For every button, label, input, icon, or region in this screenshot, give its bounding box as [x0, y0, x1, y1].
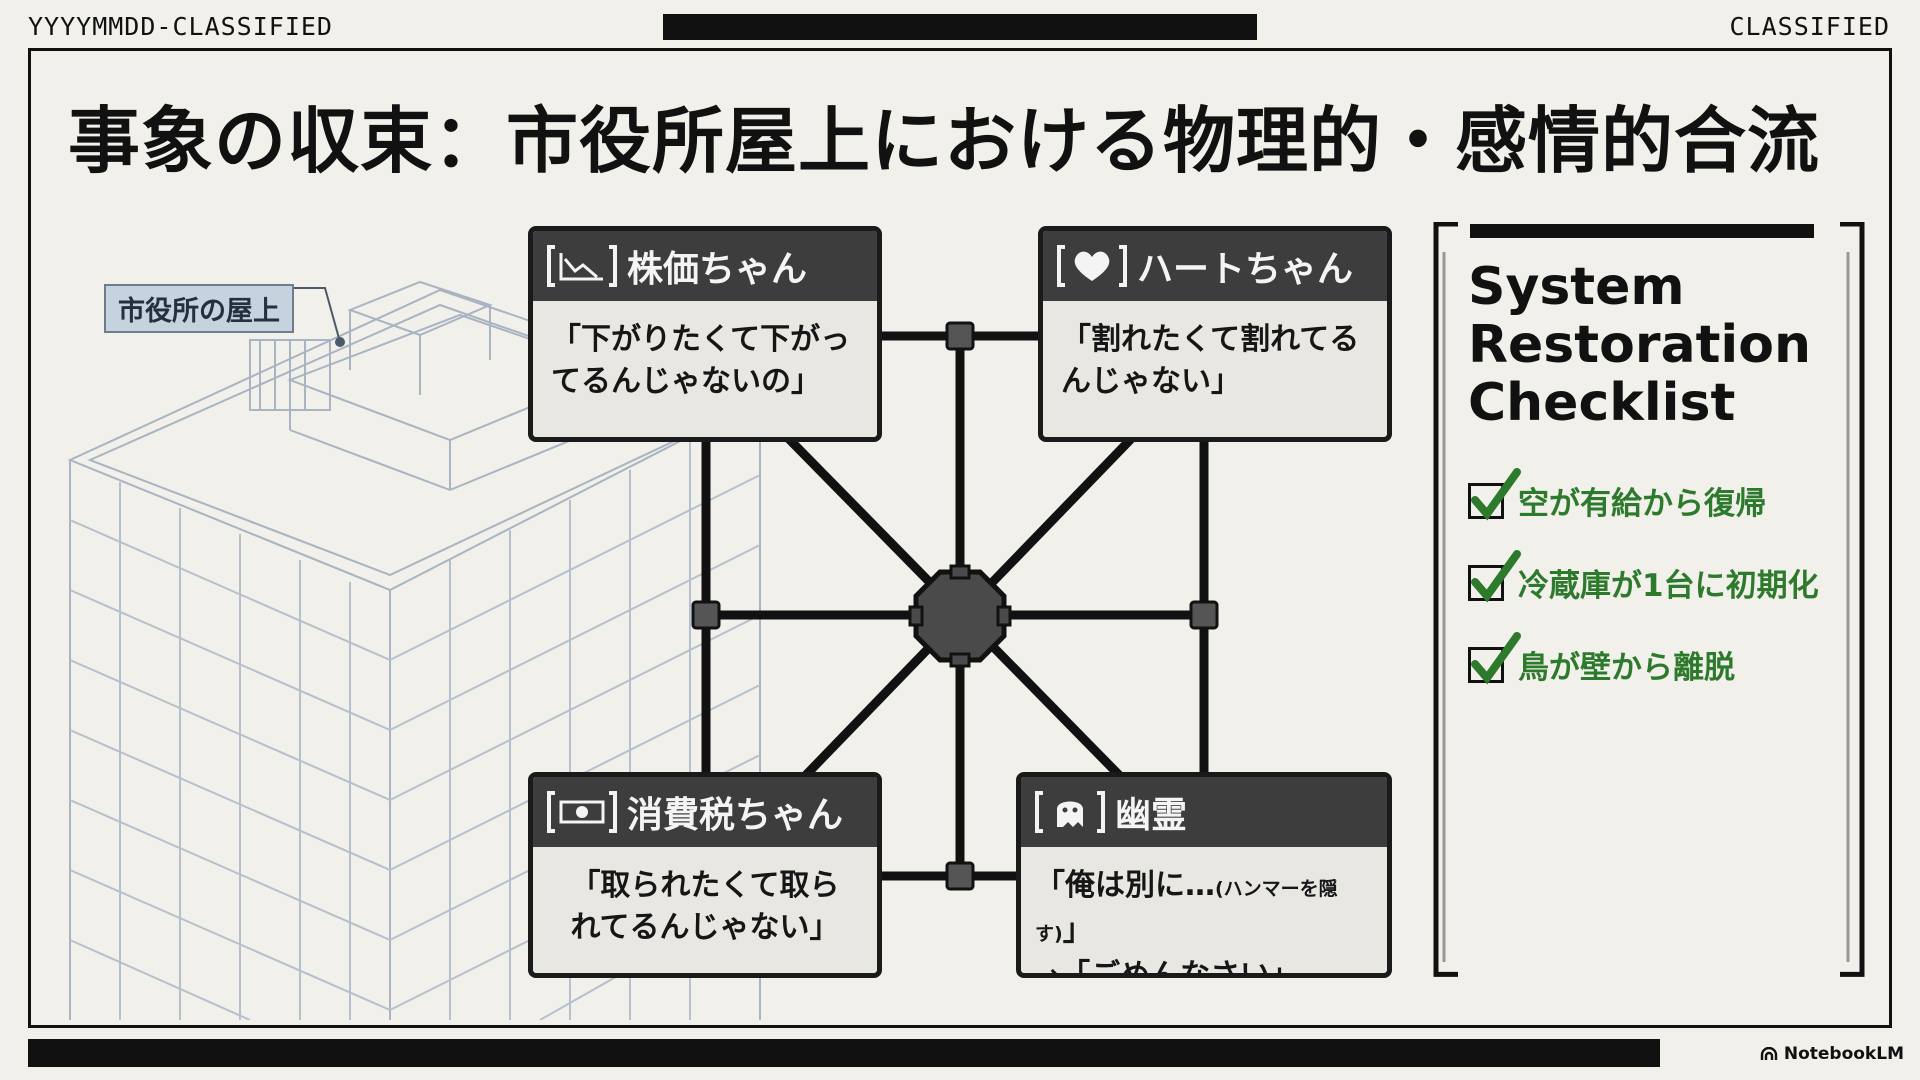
header-code-right: CLASSIFIED [1729, 12, 1890, 41]
node-title-stock: 株価ちゃん [627, 249, 808, 290]
checklist-bracket [1433, 222, 1865, 977]
central-hub [908, 564, 1012, 668]
checklist-title-line: Restoration [1468, 315, 1812, 375]
slide-title: 事象の収束：市役所屋上における物理的・感情的合流 [68, 99, 1821, 183]
checklist-item-label: 冷蔵庫が1台に初期化 [1518, 568, 1819, 604]
node-card-stock: 株価ちゃん 「下がりたくて下がっ てるんじゃないの」 [528, 226, 882, 442]
node-card-header: 消費税ちゃん [533, 777, 877, 847]
checkbox-checked-icon [1468, 631, 1521, 684]
slide-frame [28, 48, 1892, 1028]
quote-line: 「割れたくて割れてる [1061, 322, 1360, 357]
checklist-item: 冷蔵庫が1台に初期化 [1468, 549, 1819, 605]
stage-direction: (ハンマーを隠す) [1035, 878, 1338, 945]
ghost-icon [1035, 789, 1105, 835]
node-title-ghost: 幽霊 [1115, 795, 1188, 836]
node-quote-tax: 「取られたくて取ら れてるんじゃない」 [533, 847, 877, 949]
node-card-ghost: 幽霊 「俺は別に…(ハンマーを隠す)」 →「ごめんなさい」 [1016, 772, 1392, 978]
money-icon [547, 789, 617, 835]
quote-text: 「俺は別に… [1035, 868, 1215, 903]
node-card-header: 株価ちゃん [533, 231, 877, 301]
node-quote-ghost: 「俺は別に…(ハンマーを隠す)」 →「ごめんなさい」 [1021, 847, 1387, 978]
chart-down-icon [547, 243, 617, 289]
rooftop-callout-label: 市役所の屋上 [104, 284, 294, 333]
node-card-header: ハートちゃん [1043, 231, 1387, 301]
checklist-item-label: 鳥が壁から離脱 [1518, 650, 1735, 686]
checklist-title-line: Checklist [1468, 373, 1736, 433]
header-code-left: YYYYMMDD-CLASSIFIED [28, 12, 333, 41]
quote-line: れてるんじゃない」 [570, 910, 840, 945]
brand-text: NotebookLM [1783, 1044, 1904, 1064]
checkbox-checked-icon [1468, 467, 1521, 520]
checklist-item: 鳥が壁から離脱 [1468, 631, 1735, 687]
node-card-tax: 消費税ちゃん 「取られたくて取ら れてるんじゃない」 [528, 772, 882, 978]
node-card-header: 幽霊 [1021, 777, 1387, 847]
quote-line: んじゃない」 [1061, 364, 1241, 399]
checklist-item-label: 空が有給から復帰 [1518, 486, 1766, 522]
node-card-heart: ハートちゃん 「割れたくて割れてる んじゃない」 [1038, 226, 1392, 442]
footer-redaction-bar [28, 1039, 1660, 1067]
checklist-title: System Restoration Checklist [1468, 258, 1811, 432]
header-redaction-bar [663, 14, 1257, 40]
notebooklm-logo-icon [1760, 1047, 1778, 1060]
quote-line: →「ごめんなさい」 [1035, 958, 1301, 978]
node-title-tax: 消費税ちゃん [627, 795, 844, 836]
node-quote-stock: 「下がりたくて下がっ てるんじゃないの」 [533, 301, 877, 403]
quote-line: てるんじゃないの」 [551, 364, 821, 399]
quote-line: 「取られたくて取ら [570, 868, 840, 903]
node-title-heart: ハートちゃん [1137, 249, 1354, 290]
checkbox-checked-icon [1468, 549, 1521, 602]
checklist-title-line: System [1468, 257, 1685, 317]
heart-icon [1057, 243, 1127, 289]
quote-close: 」 [1062, 913, 1093, 948]
checklist-item: 空が有給から復帰 [1468, 467, 1766, 523]
quote-line: 「下がりたくて下がっ [551, 322, 851, 357]
node-quote-heart: 「割れたくて割れてる んじゃない」 [1043, 301, 1387, 403]
quote-line: 「俺は別に…(ハンマーを隠す)」 [1035, 865, 1369, 955]
brand-watermark: NotebookLM [1760, 1044, 1904, 1064]
